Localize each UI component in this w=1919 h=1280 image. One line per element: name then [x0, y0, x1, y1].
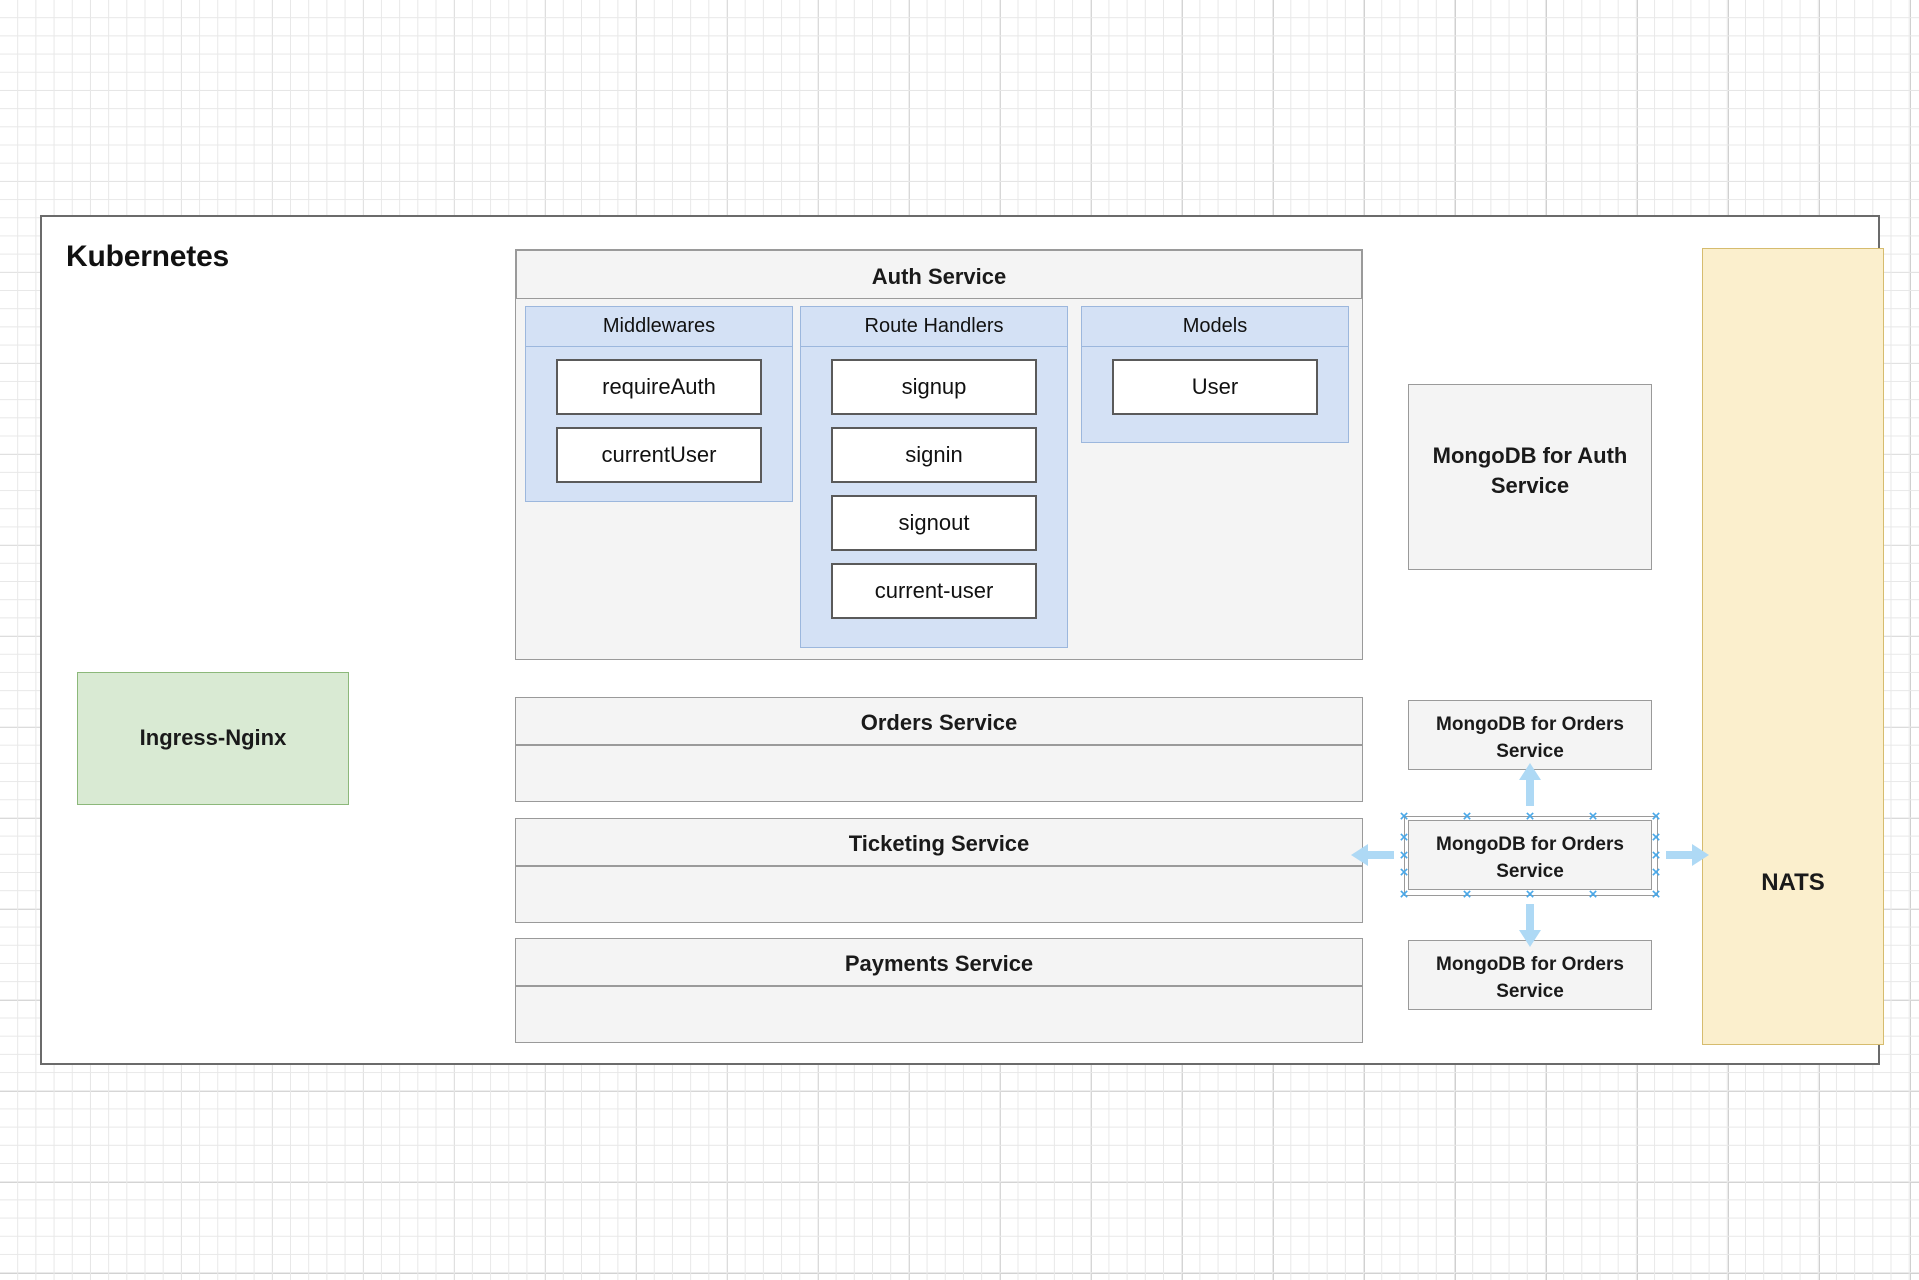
payments-service-node[interactable]: Payments Service — [515, 938, 1363, 1043]
mongodb-auth-service-label: MongoDB for Auth Service — [1432, 443, 1628, 498]
auth-service-header: Auth Service — [516, 250, 1362, 299]
orders-service-header: Orders Service — [516, 698, 1362, 746]
auth-service-title: Auth Service — [871, 264, 1007, 289]
item-require-auth-label: requireAuth — [602, 374, 716, 399]
item-current-user-route-label: current-user — [874, 578, 994, 603]
panel-middlewares-title: Middlewares — [602, 315, 716, 337]
resize-handle-top-4[interactable]: × — [1651, 807, 1661, 825]
item-signup-label: signup — [901, 374, 967, 399]
resize-handle-top-3[interactable]: × — [1588, 807, 1598, 825]
panel-middlewares[interactable]: Middlewares requireAuth currentUser — [525, 306, 793, 502]
item-current-user-middleware[interactable]: currentUser — [556, 427, 762, 483]
panel-route-handlers[interactable]: Route Handlers signup signin signout cur… — [800, 306, 1068, 648]
nats-label: NATS — [1761, 869, 1825, 896]
resize-handle-bottom-4[interactable]: × — [1651, 885, 1661, 903]
ticketing-service-title: Ticketing Service — [848, 831, 1030, 856]
resize-handle-right-2[interactable]: × — [1651, 846, 1661, 864]
item-user-model[interactable]: User — [1112, 359, 1318, 415]
orders-service-node[interactable]: Orders Service — [515, 697, 1363, 802]
mongodb-auth-service-node[interactable]: MongoDB for Auth Service — [1408, 384, 1652, 570]
nats-node[interactable]: NATS — [1702, 248, 1884, 1045]
mongodb-payments-service-label: MongoDB for Orders Service — [1436, 954, 1624, 1002]
resize-handle-bottom-0[interactable]: × — [1399, 885, 1409, 903]
resize-handle-top-2[interactable]: × — [1525, 807, 1535, 825]
panel-models[interactable]: Models User — [1081, 306, 1349, 443]
resize-handle-bottom-3[interactable]: × — [1588, 885, 1598, 903]
kubernetes-title: Kubernetes — [66, 240, 230, 273]
resize-handle-bottom-1[interactable]: × — [1462, 885, 1472, 903]
panel-route-handlers-header: Route Handlers — [801, 307, 1067, 347]
item-current-user-route[interactable]: current-user — [831, 563, 1037, 619]
resize-handle-left-1[interactable]: × — [1399, 828, 1409, 846]
panel-route-handlers-title: Route Handlers — [864, 315, 1004, 337]
ingress-nginx-node[interactable]: Ingress-Nginx — [77, 672, 349, 805]
orders-service-title: Orders Service — [860, 710, 1018, 735]
direction-arrow-left[interactable] — [1350, 842, 1394, 868]
resize-handle-right-1[interactable]: × — [1651, 828, 1661, 846]
item-signup[interactable]: signup — [831, 359, 1037, 415]
direction-arrow-right[interactable] — [1666, 842, 1710, 868]
mongodb-payments-service-node[interactable]: MongoDB for Orders Service — [1408, 940, 1652, 1010]
panel-middlewares-header: Middlewares — [526, 307, 792, 347]
item-signout[interactable]: signout — [831, 495, 1037, 551]
mongodb-ticketing-service-node[interactable]: MongoDB for Orders Service — [1408, 820, 1652, 890]
resize-handle-left-3[interactable]: × — [1399, 864, 1409, 882]
item-signin-label: signin — [905, 442, 963, 467]
direction-arrow-up[interactable] — [1517, 762, 1543, 806]
item-signin[interactable]: signin — [831, 427, 1037, 483]
payments-service-header: Payments Service — [516, 939, 1362, 987]
payments-service-title: Payments Service — [844, 951, 1034, 976]
mongodb-ticketing-service-label: MongoDB for Orders Service — [1436, 834, 1624, 882]
panel-models-header: Models — [1082, 307, 1348, 347]
resize-handle-bottom-2[interactable]: × — [1525, 885, 1535, 903]
direction-arrow-down[interactable] — [1517, 904, 1543, 948]
ingress-nginx-label: Ingress-Nginx — [139, 725, 287, 750]
resize-handle-left-2[interactable]: × — [1399, 846, 1409, 864]
panel-models-title: Models — [1182, 315, 1248, 337]
ticketing-service-node[interactable]: Ticketing Service — [515, 818, 1363, 923]
item-require-auth[interactable]: requireAuth — [556, 359, 762, 415]
mongodb-orders-service-node[interactable]: MongoDB for Orders Service — [1408, 700, 1652, 770]
item-current-user-middleware-label: currentUser — [601, 442, 717, 467]
item-user-model-label: User — [1191, 374, 1239, 399]
resize-handle-top-1[interactable]: × — [1462, 807, 1472, 825]
mongodb-orders-service-label: MongoDB for Orders Service — [1436, 714, 1624, 762]
item-signout-label: signout — [898, 510, 970, 535]
ticketing-service-header: Ticketing Service — [516, 819, 1362, 867]
resize-handle-right-3[interactable]: × — [1651, 864, 1661, 882]
resize-handle-top-0[interactable]: × — [1399, 807, 1409, 825]
